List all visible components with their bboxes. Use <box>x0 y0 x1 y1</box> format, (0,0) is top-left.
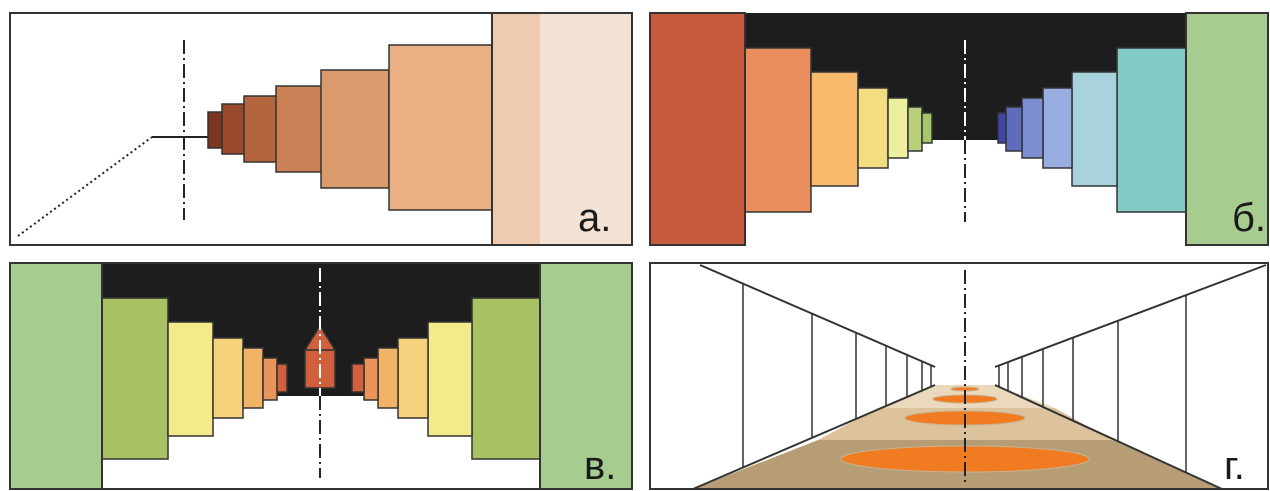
panel-c: в. <box>9 262 633 490</box>
panel-c-left-block <box>242 347 264 409</box>
panel-c-frame <box>9 262 633 490</box>
panel-b-left-end-wall <box>649 12 746 246</box>
panel-a-far-wall-inner <box>492 13 540 245</box>
panel-a-block <box>320 69 390 189</box>
panel-b-right-block <box>1005 106 1023 152</box>
panel-b-label: б. <box>1232 196 1266 240</box>
panel-c-right-block <box>397 337 429 419</box>
panel-b-left-block <box>921 112 933 144</box>
panel-a-label: а. <box>578 196 611 240</box>
panel-b-right-end-wall <box>1185 12 1269 246</box>
panel-b-left-blocks <box>744 47 933 213</box>
panel-b-left-block <box>810 71 859 187</box>
panel-d-frame <box>649 262 1269 490</box>
panel-c-left-block <box>101 297 169 460</box>
panel-c-left-end-wall <box>9 262 103 490</box>
panel-c-label: в. <box>584 444 616 488</box>
panel-c-right-block <box>351 363 365 393</box>
panel-b-right-block <box>1021 97 1044 159</box>
panel-c-left-block <box>167 321 214 437</box>
panel-c-right-block <box>363 357 379 401</box>
panel-b-right-block <box>1071 71 1118 187</box>
panel-c-left-block <box>276 363 288 393</box>
panel-c-left-block <box>212 337 244 419</box>
panel-b-right-blocks <box>997 47 1187 213</box>
panel-c-right-block <box>377 347 399 409</box>
panel-d-ceiling-left-edge <box>699 264 936 368</box>
panel-b-right-block <box>1116 47 1187 213</box>
panel-b-left-block <box>907 106 923 152</box>
panel-c-blocks <box>101 297 541 460</box>
panel-d-floor-right-edge <box>994 384 1223 490</box>
panel-d: г. <box>649 262 1269 490</box>
panel-b-left-block <box>887 97 909 159</box>
panel-d-floor-left-edge <box>692 384 936 490</box>
panel-d-wall-lines <box>742 283 1187 473</box>
panel-a-block <box>221 103 246 155</box>
panel-a-far-wall-outer <box>540 13 632 245</box>
panel-a-block <box>388 44 493 211</box>
panel-c-right-block <box>471 297 541 460</box>
panel-b-left-block <box>744 47 812 213</box>
panel-c-right-end-wall <box>539 262 633 490</box>
panel-c-left-block <box>262 357 278 401</box>
panel-b-right-block <box>1042 87 1073 169</box>
panel-b: б. <box>649 12 1269 246</box>
panel-a-block <box>243 95 278 163</box>
panel-a: а. <box>9 12 633 246</box>
panel-a-far-wall-frame <box>491 12 633 246</box>
panel-a-blocks <box>207 44 493 211</box>
panel-d-label: г. <box>1224 444 1245 488</box>
panel-b-right-block <box>997 112 1007 144</box>
panel-d-ceiling-right-edge <box>994 264 1267 368</box>
panel-b-left-block <box>857 87 889 169</box>
panel-c-right-block <box>427 321 473 437</box>
panel-a-block <box>275 85 323 173</box>
